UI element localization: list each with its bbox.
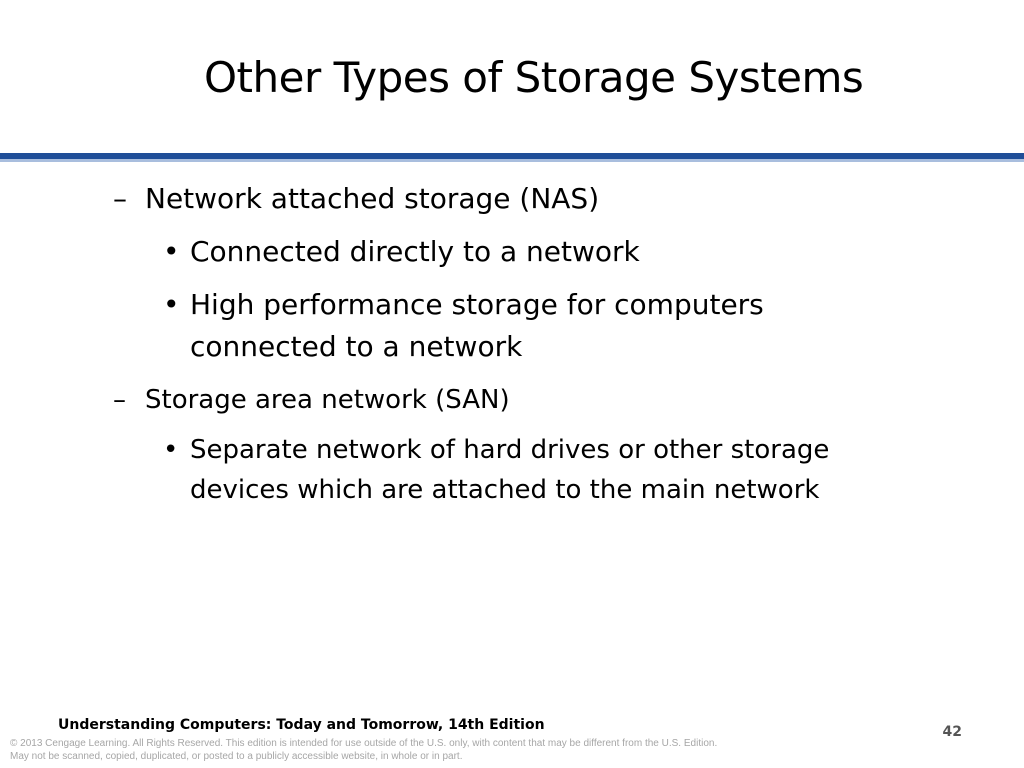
title-divider xyxy=(0,153,1024,159)
subbullet-text-line2: connected to a network xyxy=(190,330,523,363)
dot-marker: • xyxy=(163,288,180,321)
copyright-notice: © 2013 Cengage Learning. All Rights Rese… xyxy=(10,737,717,763)
dash-marker: – xyxy=(113,182,127,215)
title-divider-shadow xyxy=(0,159,1024,162)
subbullet-text: Connected directly to a network xyxy=(190,235,640,268)
subbullet-connected: • Connected directly to a network xyxy=(163,231,640,273)
subbullet-text-line1: High performance storage for computers xyxy=(190,288,764,321)
subbullet-separate-network: • Separate network of hard drives or oth… xyxy=(163,430,829,510)
copyright-line-2: May not be scanned, copied, duplicated, … xyxy=(10,751,463,762)
dash-marker: – xyxy=(113,385,126,415)
bullet-san: – Storage area network (SAN) xyxy=(113,380,510,420)
copyright-line-1: © 2013 Cengage Learning. All Rights Rese… xyxy=(10,738,718,749)
dot-marker: • xyxy=(163,235,180,268)
bullet-text: Storage area network (SAN) xyxy=(145,385,510,415)
bullet-nas: – Network attached storage (NAS) xyxy=(113,178,599,220)
footer-book-title: Understanding Computers: Today and Tomor… xyxy=(58,717,545,733)
subbullet-text-line2: devices which are attached to the main n… xyxy=(190,475,820,505)
subbullet-high-performance: • High performance storage for computers… xyxy=(163,284,764,368)
bullet-text: Network attached storage (NAS) xyxy=(145,182,600,215)
page-number: 42 xyxy=(942,724,962,740)
dot-marker: • xyxy=(163,435,179,465)
slide-title: Other Types of Storage Systems xyxy=(204,53,864,102)
subbullet-text-line1: Separate network of hard drives or other… xyxy=(190,435,830,465)
